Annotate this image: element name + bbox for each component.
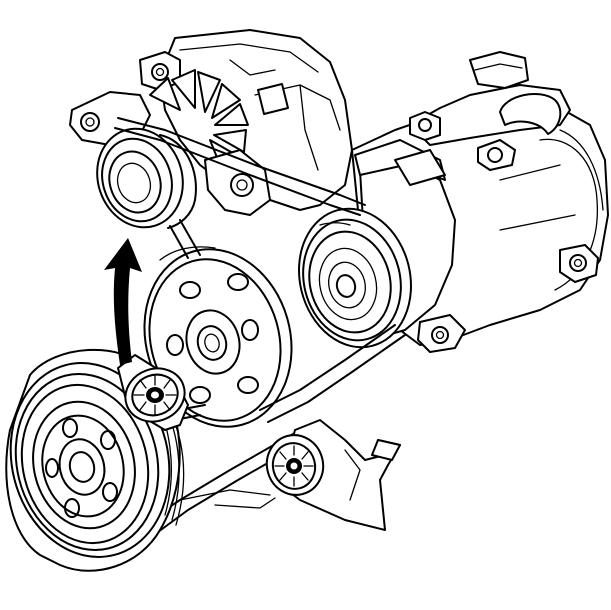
alternator-pulley — [96, 127, 197, 229]
alternator — [69, 29, 353, 216]
ac-compressor — [351, 51, 609, 353]
belt-tensioner — [117, 354, 189, 431]
idler-pulley — [265, 419, 401, 531]
ac-compressor-clutch-pulley — [298, 207, 412, 349]
curved-arrow-icon — [104, 238, 142, 365]
